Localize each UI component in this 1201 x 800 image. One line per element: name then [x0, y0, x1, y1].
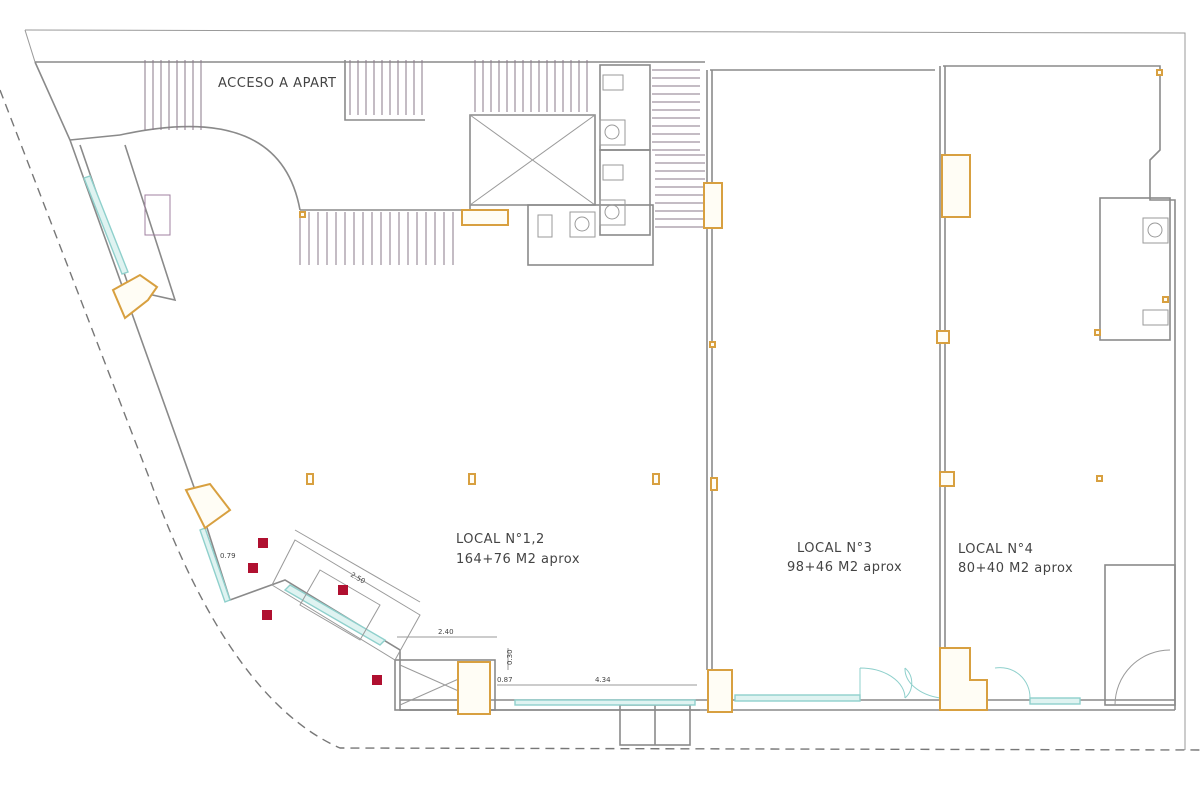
site-boundary	[0, 29, 1201, 751]
local-name: LOCAL N°3	[797, 541, 872, 556]
exterior-walls	[34, 61, 1176, 711]
local-name: LOCAL N°1,2	[456, 532, 545, 547]
glazing	[83, 175, 1081, 706]
local-area: 98+46 M2 aprox	[787, 560, 902, 575]
partition-walls	[119, 60, 1176, 746]
furniture	[248, 538, 421, 685]
columns	[111, 69, 1169, 715]
local-3-label: LOCAL N°3 98+46 M2 aprox	[787, 541, 902, 575]
local-1-2-label: LOCAL N°1,2 164+76 M2 aprox	[456, 532, 580, 567]
stairs	[144, 60, 705, 265]
dimension-label: 0.87	[497, 676, 513, 684]
local-area: 164+76 M2 aprox	[456, 552, 580, 567]
local-4-label: LOCAL N°4 80+40 M2 aprox	[958, 542, 1073, 576]
access-label: ACCESO A APART	[218, 76, 337, 91]
dimension-label: 0.30	[506, 649, 514, 665]
sanitary-fixtures	[144, 74, 1169, 326]
local-name: LOCAL N°4	[958, 542, 1033, 557]
dimension-label: 4.34	[595, 676, 611, 684]
dimension-label: 2.50	[349, 571, 367, 586]
dimension-label: 2.40	[438, 628, 454, 636]
local-area: 80+40 M2 aprox	[958, 561, 1073, 576]
dimension-label: 0.79	[220, 552, 236, 560]
